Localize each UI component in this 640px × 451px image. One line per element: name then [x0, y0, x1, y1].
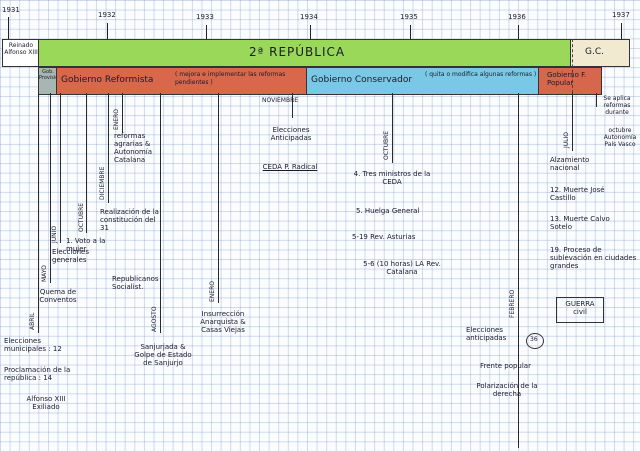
tick-1932 — [107, 23, 108, 39]
event-alfonso-exiliado: Alfonso XIII Exiliado — [26, 395, 66, 412]
tick-1936 — [518, 25, 519, 39]
event-voto-mujer: 1. Voto a la mujer — [66, 237, 106, 254]
event-ceda-radical: CEDA P. Radical — [262, 163, 318, 171]
year-1931: 1931 — [2, 6, 20, 14]
event-tres-ministros: 4. Tres ministros de la CEDA — [353, 170, 431, 187]
year-1936: 1936 — [508, 13, 526, 21]
event-proceso-sublevacion: 19. Proceso de sublevación en ciudades g… — [550, 246, 637, 271]
year-1932: 1932 — [98, 11, 116, 19]
event-guerra-civil: GUERRA civil — [565, 300, 595, 317]
event-huelga-general: 5. Huelga General — [356, 207, 420, 215]
band-monarchy: Reinado Alfonso XIII — [2, 39, 40, 67]
tick-1937 — [621, 23, 622, 39]
event-36-label: 36 — [530, 336, 538, 343]
event-aplica-reformas: Se aplica reformas durante — [603, 95, 631, 116]
tick-1933 — [206, 25, 207, 39]
line-agosto — [160, 93, 161, 333]
gc-divider — [572, 39, 573, 93]
band-conservador-label: Gobierno Conservador — [311, 75, 413, 85]
band-conservador-note: ( quita o modifica algunas reformas ) — [425, 71, 537, 78]
tick-1935 — [410, 25, 411, 39]
event-muerte-calvo-sotelo: 13. Muerte Calvo Sotelo — [550, 215, 610, 232]
line-noviembre — [292, 93, 293, 118]
event-rev-asturias: 5-19 Rev. Asturias — [352, 233, 416, 241]
line-junio — [60, 93, 61, 243]
event-proclamacion: Proclamación de la república : 14 — [4, 366, 71, 383]
line-aplica — [596, 93, 597, 107]
event-insurreccion: Insurrección Anarquista & Casas Viejas — [200, 310, 246, 335]
event-alzamiento-nacional: Alzamiento nacional — [550, 156, 590, 173]
band-monarchy-label: Reinado Alfonso XIII — [4, 42, 38, 56]
event-elecciones-generales: Elecciones generales — [52, 248, 89, 265]
event-reformas-agrarias: reformas agrarias & Autonomía Catalana — [114, 132, 153, 165]
line-octubre34 — [392, 93, 393, 163]
tick-1934 — [310, 25, 311, 39]
event-sanjurjada: Sanjurjada & Golpe de Estado de Sanjurjo — [134, 343, 192, 368]
band-republic: 2ª REPÚBLICA — [38, 39, 572, 67]
line-diciembre — [108, 93, 109, 203]
band-reformista-note: ( mejora e implementar las reformas pend… — [175, 71, 286, 87]
band-popular: Gobierno F. Popular — [538, 67, 602, 95]
month-diciembre: DICIEMBRE — [99, 166, 106, 200]
band-gc-label: G.C. — [585, 47, 604, 57]
event-elecciones-anticipadas-36: Elecciones anticipadas — [466, 326, 507, 343]
event-quema-conventos: Quema de Conventos — [39, 288, 77, 305]
line-octubre — [86, 93, 87, 233]
line-mayo — [50, 93, 51, 283]
line-julio — [572, 93, 573, 151]
band-provisional-label: Gob. Provisional — [39, 69, 66, 81]
event-guerra-civil-box: GUERRA civil — [556, 297, 604, 323]
band-provisional: Gob. Provisional — [38, 67, 66, 95]
event-rev-catalana: 5-6 (10 horas) LA Rev. Catalana — [363, 260, 441, 277]
event-elecciones-anticipadas-33: Elecciones Anticipadas — [270, 126, 312, 143]
month-agosto: AGOSTO — [151, 306, 158, 332]
month-mayo: MAYO — [41, 265, 48, 282]
year-1935: 1935 — [400, 13, 418, 21]
event-republicanos-socialistas: Republicanos Socialist. — [112, 275, 159, 292]
event-36-circle: 36 — [526, 333, 544, 349]
month-octubre: OCTUBRE — [78, 202, 85, 232]
band-reformista-label: Gobierno Reformista — [61, 75, 154, 85]
year-1934: 1934 — [300, 13, 318, 21]
band-popular-label: Gobierno F. Popular — [547, 71, 587, 88]
event-autonomia-pais-vasco: octubre Autonomía País Vasco — [603, 127, 637, 148]
event-polarizacion: Polarización de la derecha — [476, 382, 538, 399]
year-1933: 1933 — [196, 13, 214, 21]
line-abril — [38, 93, 39, 333]
line-enero32 — [122, 93, 123, 133]
event-frente-popular: Frente popular — [480, 362, 531, 370]
band-reformista: Gobierno Reformista ( mejora e implement… — [56, 67, 308, 95]
line-enero33 — [218, 93, 219, 303]
tick-1931 — [8, 17, 9, 39]
band-republic-label: 2ª REPÚBLICA — [249, 45, 346, 59]
month-enero32: ENERO — [113, 109, 120, 130]
band-gc: G.C. — [570, 39, 630, 67]
month-enero33: ENERO — [209, 281, 216, 302]
event-constitucion: Realización de la constitución del 31 — [100, 208, 159, 233]
year-1937: 1937 — [612, 11, 630, 19]
month-noviembre: NOVIEMBRE — [262, 97, 299, 104]
event-elecciones-municipales: Elecciones municipales : 12 — [4, 337, 62, 354]
month-julio: JULIO — [563, 132, 570, 148]
month-octubre34: OCTUBRE — [383, 130, 390, 160]
line-febrero — [518, 93, 519, 448]
event-muerte-castillo: 12. Muerte José Castillo — [550, 186, 605, 203]
month-junio: JUNIO — [51, 225, 58, 243]
month-abril: ABRIL — [29, 312, 36, 330]
band-conservador: Gobierno Conservador ( quita o modifica … — [306, 67, 540, 95]
month-febrero: FEBRERO — [509, 289, 516, 318]
